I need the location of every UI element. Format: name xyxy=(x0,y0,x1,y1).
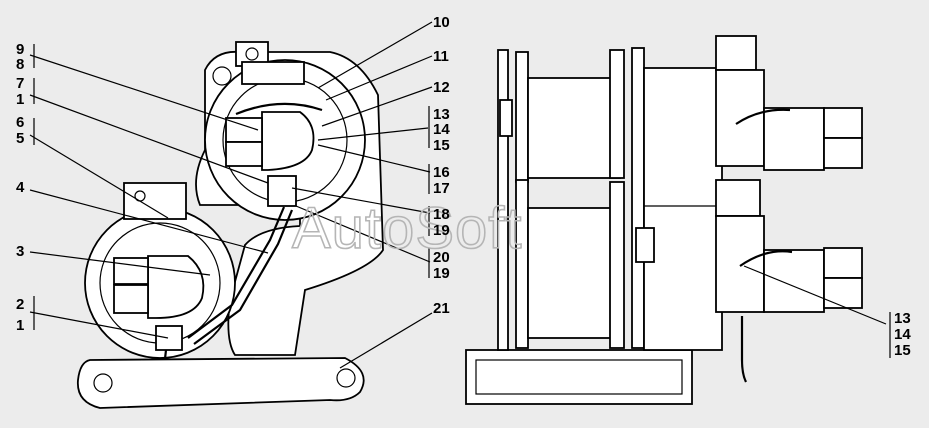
flange-clip xyxy=(635,227,655,263)
side-upper-cable xyxy=(735,108,791,125)
side-upper-connector-a xyxy=(823,107,863,139)
callout-18: 18 xyxy=(433,206,450,223)
callout-15-bottom: 15 xyxy=(894,342,911,359)
lower-clamp xyxy=(123,182,187,220)
leader-lines xyxy=(29,21,891,369)
callout-2: 2 xyxy=(16,296,24,313)
callout-7: 7 xyxy=(16,75,24,92)
side-upper-bracket xyxy=(715,35,757,71)
upper-bracket-arc xyxy=(235,102,323,116)
front-view xyxy=(77,41,384,409)
reel-flange-upper-far xyxy=(631,47,645,349)
callout-9: 9 xyxy=(16,41,24,58)
upper-connector-b xyxy=(225,141,263,167)
callout-10: 10 xyxy=(433,14,450,31)
callout-11: 11 xyxy=(433,48,449,65)
callout-16: 16 xyxy=(433,164,450,181)
frame-base xyxy=(465,349,693,405)
callout-5: 5 xyxy=(16,130,24,147)
callout-6: 6 xyxy=(16,114,24,131)
side-upper-connector-b xyxy=(823,137,863,169)
reel-drum-upper xyxy=(527,77,621,179)
callout-13-bottom: 13 xyxy=(894,310,911,327)
side-lower-connector-a xyxy=(823,247,863,279)
side-lower-connector-b xyxy=(823,277,863,309)
lower-terminal xyxy=(155,325,183,351)
frame-base-inner xyxy=(475,359,683,395)
side-upper-motor xyxy=(763,107,825,171)
upper-bracket xyxy=(241,61,305,85)
callout-21: 21 xyxy=(433,300,450,317)
callout-19-a: 19 xyxy=(433,222,450,239)
callout-14-bottom: 14 xyxy=(894,326,911,343)
upper-terminal xyxy=(267,175,297,207)
reel-flange-upper-right xyxy=(609,49,625,179)
side-view xyxy=(465,35,863,405)
callout-4: 4 xyxy=(16,179,25,196)
callout-1-upper: 1 xyxy=(16,91,24,108)
side-upper-box xyxy=(715,69,765,167)
flange-clip-upper xyxy=(499,99,513,137)
upper-motor xyxy=(261,111,315,171)
reel-flange-upper-mid xyxy=(515,51,529,183)
housing-bolt xyxy=(212,66,232,86)
callout-20: 20 xyxy=(433,249,450,266)
reel-flange-upper-left xyxy=(497,49,509,351)
callout-1-lower: 1 xyxy=(16,317,24,334)
callout-19-b: 19 xyxy=(433,265,450,282)
base-arm-hole-left xyxy=(93,373,113,393)
side-lower-cable xyxy=(739,250,793,267)
base-arm xyxy=(77,357,365,409)
callout-14-top: 14 xyxy=(433,121,450,138)
lower-connector-b xyxy=(113,284,149,314)
side-lower-box xyxy=(715,215,765,313)
callout-12: 12 xyxy=(433,79,450,96)
side-lower-hose xyxy=(740,316,747,383)
callout-15-top: 15 xyxy=(433,137,450,154)
top-clamp-bolt xyxy=(245,47,259,61)
reel-drum-lower xyxy=(527,207,621,339)
lower-motor xyxy=(147,255,205,319)
base-arm-hole-right xyxy=(336,368,356,388)
motor-housing xyxy=(643,67,723,351)
callout-8: 8 xyxy=(16,56,24,73)
cable-pipe xyxy=(187,206,286,339)
callout-labels: 9 8 7 1 6 5 4 3 2 1 10 11 12 13 14 15 16… xyxy=(16,14,911,359)
callout-3: 3 xyxy=(16,243,24,260)
cable-pipe-outer xyxy=(193,209,294,345)
watermark-text: AutoSoft xyxy=(292,196,522,261)
callout-17: 17 xyxy=(433,180,450,197)
lower-connector-a xyxy=(113,257,149,285)
callout-13-top: 13 xyxy=(433,106,450,123)
reel-flange-lower-right xyxy=(609,181,625,349)
side-lower-bracket xyxy=(715,179,761,217)
side-lower-motor xyxy=(763,249,825,313)
